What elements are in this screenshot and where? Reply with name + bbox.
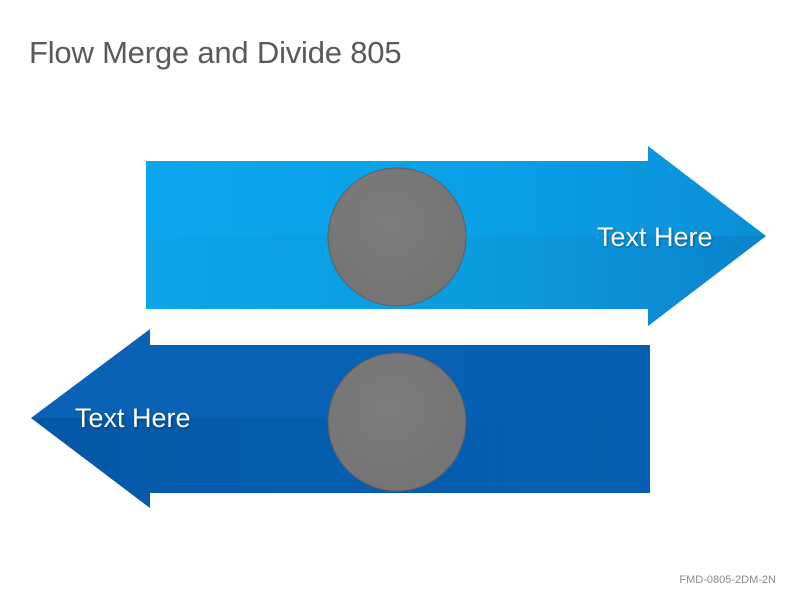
bottom-circle — [327, 352, 467, 492]
right-arrow-label: Text Here — [597, 222, 713, 252]
top-circle — [327, 167, 467, 307]
slide-title: Flow Merge and Divide 805 — [29, 35, 402, 70]
footer-code: FMD-0805-2DM-2N — [679, 574, 776, 586]
left-arrow-label: Text Here — [75, 403, 191, 433]
left-arrow-lower-shade — [31, 418, 650, 508]
right-arrow-lower-shade — [146, 236, 766, 326]
